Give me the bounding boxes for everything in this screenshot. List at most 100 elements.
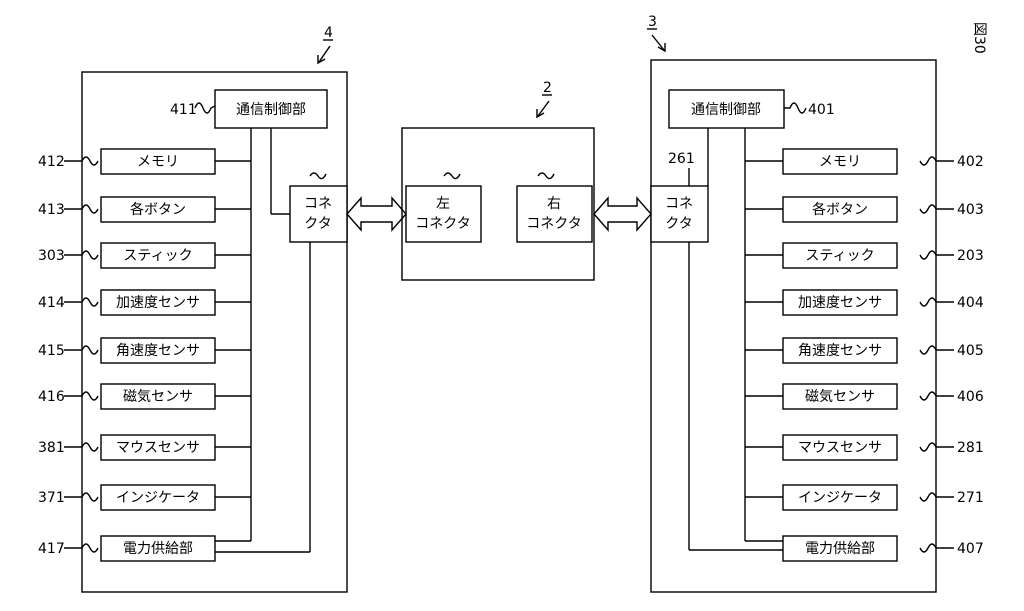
figure-label: 図30 — [971, 22, 987, 54]
right-component-ref: 402 — [957, 154, 984, 170]
right-component-box — [782, 196, 898, 223]
left-connector-line2: クタ — [304, 216, 331, 232]
left-connector-box — [289, 185, 348, 243]
left-component-leader-wave — [81, 391, 99, 401]
right-comm-ref: 401 — [808, 102, 835, 118]
left-comm-label: 通信制御部 — [236, 102, 306, 118]
left-component-box — [100, 148, 216, 175]
right-component-leader-wave — [919, 297, 937, 307]
right-component-list: メモリ 402 各ボタン 403 スティック 203 加速度センサ 404 角速度センサ 405 磁… — [745, 148, 984, 562]
right-component-label: スティック — [805, 248, 874, 264]
left-component-box — [100, 289, 216, 316]
right-component-box — [782, 242, 898, 269]
left-comm-box — [214, 89, 328, 129]
right-component-ref: 406 — [957, 389, 984, 405]
main-body-ref-arrow — [537, 100, 550, 117]
left-component-ref: 381 — [38, 440, 65, 456]
left-component-label: マウスセンサ — [116, 440, 200, 456]
right-comm-label: 通信制御部 — [691, 102, 761, 118]
left-component-label: 角速度センサ — [116, 343, 200, 359]
right-component-ref: 271 — [957, 490, 984, 506]
right-component-box — [782, 484, 898, 511]
left-connector-main-tick — [443, 172, 461, 180]
right-connector-main-box — [516, 185, 593, 243]
left-component-leader-wave — [81, 345, 99, 355]
right-component-label: 磁気センサ — [805, 389, 875, 405]
left-connector-main-line2: コネクタ — [415, 216, 470, 232]
left-component-list: メモリ412各ボタン413スティック303加速度センサ414角速度センサ415磁… — [38, 148, 251, 562]
right-component-label: 角速度センサ — [798, 343, 882, 359]
right-connector-line2: クタ — [665, 216, 692, 232]
left-component-box — [100, 196, 216, 223]
left-connector-tick — [309, 172, 327, 180]
right-component-ref: 403 — [957, 202, 984, 218]
right-component-ref: 203 — [957, 248, 984, 264]
left-connector-main-box — [405, 185, 482, 243]
left-component-label: 電力供給部 — [123, 541, 193, 557]
left-component-ref: 415 — [38, 343, 65, 359]
main-body: 2 左 コネクタ 右 コネクタ — [401, 80, 595, 281]
right-component-ref: 407 — [957, 541, 984, 557]
left-component-leader-wave — [81, 543, 99, 553]
right-component-leader-wave — [919, 345, 937, 355]
right-comm-box — [668, 89, 785, 129]
left-link-double-arrow — [346, 196, 407, 232]
right-component-leader-wave — [919, 250, 937, 260]
left-component-ref: 371 — [38, 490, 65, 506]
right-link-double-arrow — [593, 196, 652, 232]
right-component-ref: 405 — [957, 343, 984, 359]
left-component-ref: 412 — [38, 154, 65, 170]
right-device-frame — [650, 59, 937, 593]
left-connector-main-line1: 左 — [436, 196, 450, 212]
right-device-ref-arrowhead — [657, 43, 666, 53]
right-component-label: インジケータ — [798, 490, 882, 506]
right-component-ref: 404 — [957, 295, 984, 311]
left-component-label: インジケータ — [116, 490, 200, 506]
left-component-label: スティック — [123, 248, 192, 264]
left-device-ref-arrow — [318, 45, 331, 63]
left-device-ref: 4 — [324, 25, 333, 41]
right-component-label: 各ボタン — [812, 202, 868, 218]
left-component-ref: 303 — [38, 248, 65, 264]
right-component-leader-wave — [919, 543, 937, 553]
left-component-ref: 413 — [38, 202, 65, 218]
left-component-leader-wave — [81, 250, 99, 260]
left-component-ref: 416 — [38, 389, 65, 405]
right-component-leader-wave — [919, 391, 937, 401]
right-component-label: マウスセンサ — [798, 440, 882, 456]
left-component-label: メモリ — [137, 154, 179, 170]
left-component-leader-wave — [81, 442, 99, 452]
right-component-box — [782, 535, 898, 562]
left-component-ref: 417 — [38, 541, 65, 557]
right-component-box — [782, 289, 898, 316]
right-component-leader-wave — [919, 204, 937, 214]
main-body-ref-arrowhead — [536, 109, 545, 119]
right-connector-box — [650, 185, 709, 243]
left-device-ref-arrowhead — [317, 55, 326, 65]
left-component-label: 各ボタン — [130, 202, 186, 218]
left-component-leader-wave — [81, 156, 99, 166]
right-component-label: メモリ — [819, 154, 861, 170]
right-connector-main-tick — [537, 172, 555, 180]
right-component-box — [782, 383, 898, 410]
left-component-label: 加速度センサ — [116, 295, 200, 311]
left-component-box — [100, 242, 216, 269]
left-comm-ref: 411 — [170, 102, 197, 118]
right-component-leader-wave — [919, 492, 937, 502]
right-component-label: 電力供給部 — [805, 541, 875, 557]
left-connector-line1: コネ — [304, 196, 332, 212]
right-component-leader-wave — [919, 442, 937, 452]
left-device: 4 通信制御部 411 コネ クタ メモリ 412 各ボタン 413 スティック 303 加… — [38, 25, 348, 593]
main-body-ref: 2 — [543, 80, 552, 96]
left-component-box — [100, 484, 216, 511]
right-device-ref-arrow — [651, 34, 665, 51]
left-component-leader-wave — [81, 204, 99, 214]
right-connector-main-line1: 右 — [547, 196, 561, 212]
left-component-box — [100, 434, 216, 461]
right-component-leader-wave — [919, 156, 937, 166]
right-connector-main-line2: コネクタ — [526, 216, 581, 232]
right-component-label: 加速度センサ — [798, 295, 882, 311]
left-component-ref: 414 — [38, 295, 65, 311]
